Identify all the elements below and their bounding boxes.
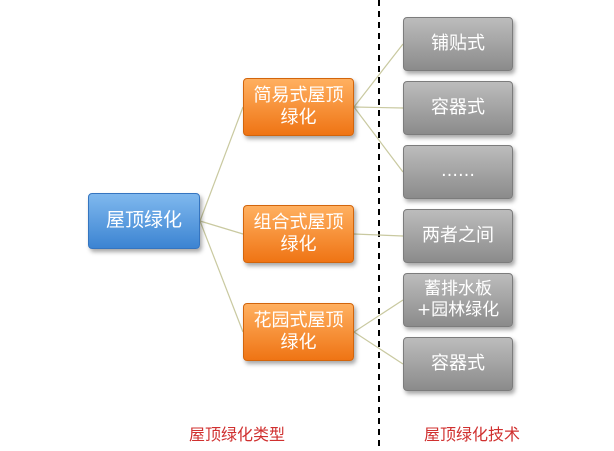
connector-t1-k1 <box>353 43 404 108</box>
technique-node-label: 铺贴式 <box>431 32 485 54</box>
type-node-combined[interactable]: 组合式屋顶绿化 <box>243 205 354 263</box>
connector-t1-k3 <box>353 106 404 173</box>
technique-node-ellipsis[interactable]: …… <box>403 145 513 199</box>
type-node-simple[interactable]: 简易式屋顶绿化 <box>243 78 354 136</box>
connector-root-t3 <box>199 220 244 333</box>
caption-types: 屋顶绿化类型 <box>189 425 286 444</box>
technique-node-between[interactable]: 两者之间 <box>403 209 513 263</box>
caption-techniques: 屋顶绿化技术 <box>424 425 521 444</box>
connector-lines <box>199 43 404 365</box>
connector-t3-k5 <box>353 299 404 333</box>
technique-node-paste[interactable]: 铺贴式 <box>403 17 513 71</box>
technique-node-container-2[interactable]: 容器式 <box>403 337 513 391</box>
connector-root-t1 <box>199 106 244 222</box>
technique-node-container[interactable]: 容器式 <box>403 81 513 135</box>
technique-node-label: 容器式 <box>431 352 485 374</box>
type-node-garden[interactable]: 花园式屋顶绿化 <box>243 303 354 361</box>
technique-node-label: …… <box>441 161 475 182</box>
technique-node-label: 两者之间 <box>422 224 494 246</box>
technique-node-drainage-board[interactable]: 蓄排水板+园林绿化 <box>403 273 513 327</box>
technique-node-label: 蓄排水板+园林绿化 <box>416 278 500 320</box>
type-node-label: 简易式屋顶绿化 <box>253 84 344 129</box>
type-node-label: 组合式屋顶绿化 <box>253 211 344 256</box>
connector-t1-k2 <box>353 106 404 109</box>
connector-t2-k4 <box>353 233 404 237</box>
root-node[interactable]: 屋顶绿化 <box>88 193 200 249</box>
connector-t3-k6 <box>353 331 404 365</box>
connector-root-t2 <box>199 220 244 235</box>
type-node-label: 花园式屋顶绿化 <box>253 309 344 354</box>
root-node-label: 屋顶绿化 <box>105 209 182 232</box>
technique-node-label: 容器式 <box>431 96 485 118</box>
